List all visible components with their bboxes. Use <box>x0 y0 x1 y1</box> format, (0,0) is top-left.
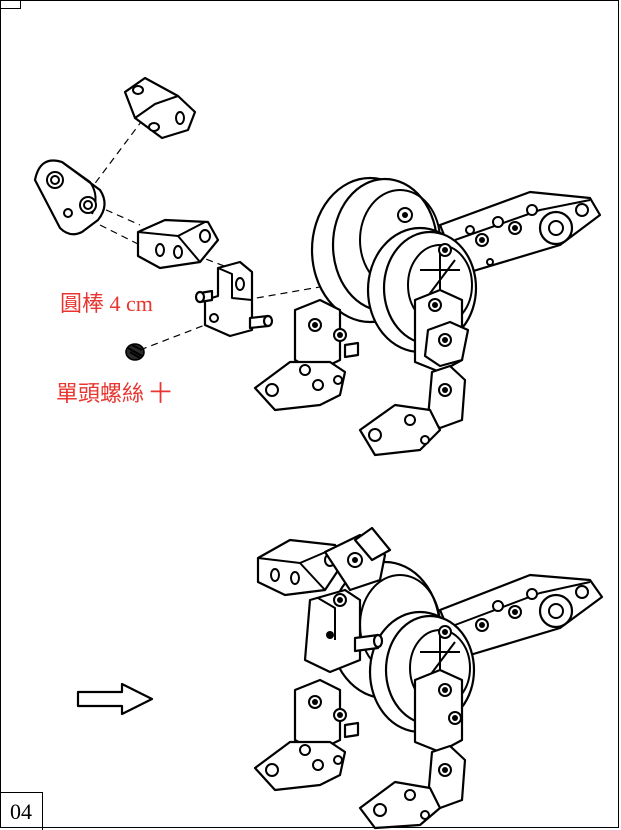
screw-part <box>125 343 145 361</box>
assembly-guide-line <box>89 109 151 191</box>
robot-assembly-bottom <box>253 526 604 830</box>
corner-box <box>0 0 21 9</box>
assembly-guide-line <box>99 224 151 251</box>
screw-part-label: 單頭螺絲 十 <box>56 381 172 406</box>
right-arrow-icon <box>76 682 154 716</box>
assembled-view <box>76 526 604 830</box>
step-number: 04 <box>0 792 43 830</box>
rod-part-label: 圓棒 4 cm <box>60 291 153 316</box>
rod-bracket-part <box>194 260 274 338</box>
link-part <box>33 159 106 236</box>
block-part <box>136 218 220 270</box>
assembly-guide-line <box>94 204 141 226</box>
robot-assembly-top <box>253 176 602 457</box>
exploded-view <box>33 76 602 457</box>
assembly-guide-line <box>139 324 206 351</box>
l-bracket-part <box>123 76 197 140</box>
